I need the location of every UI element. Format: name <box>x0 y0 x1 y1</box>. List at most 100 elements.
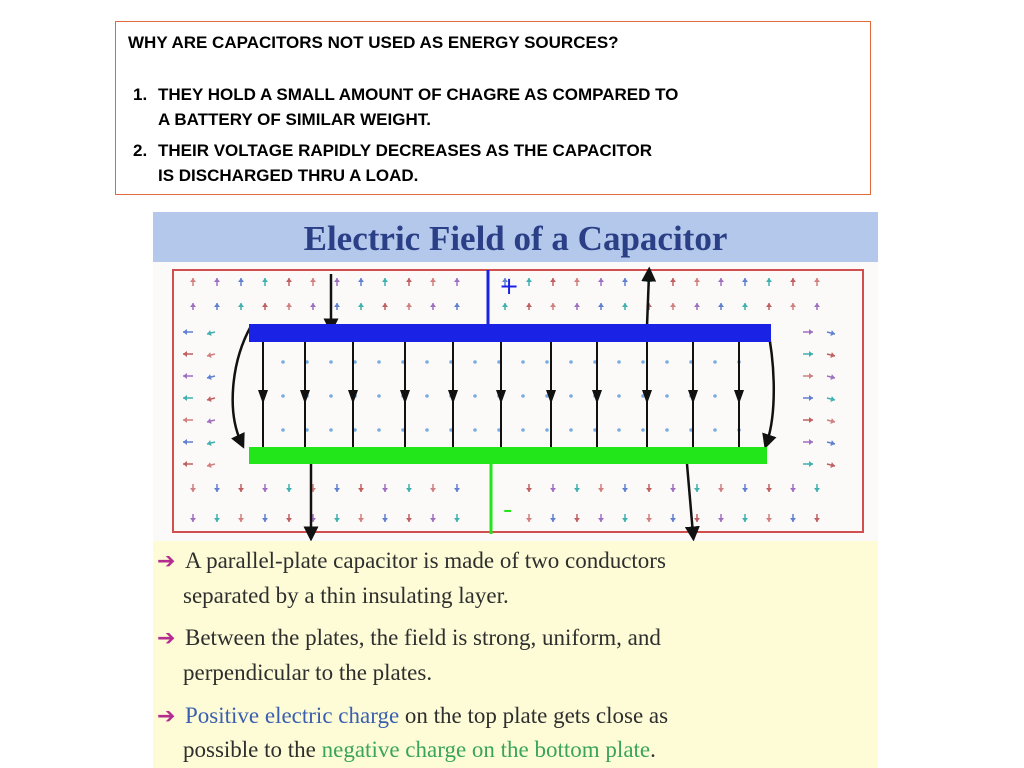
field-vector-arrowhead <box>238 518 244 522</box>
field-vector-arrowhead <box>809 461 813 467</box>
negative-charge-text: negative charge on the bottom plate <box>321 737 651 762</box>
field-dot <box>713 360 717 364</box>
field-vector-arrowhead <box>183 373 187 379</box>
field-dot <box>305 428 309 432</box>
field-vector-arrowhead <box>574 488 580 492</box>
field-vector-arrowhead <box>502 303 508 307</box>
field-vector-arrowhead <box>190 488 196 492</box>
field-dot <box>665 360 669 364</box>
plus-sign: + <box>499 272 519 300</box>
field-dot <box>425 428 429 432</box>
field-vector-arrowhead <box>790 278 796 282</box>
notes-panel: ➔ A parallel-plate capacitor is made of … <box>153 541 878 768</box>
answer-line: THEY HOLD A SMALL AMOUNT OF CHAGRE AS CO… <box>158 85 679 104</box>
field-vector-arrowhead <box>694 488 700 492</box>
field-vector-arrowhead <box>670 488 676 492</box>
field-vector-arrowhead <box>718 488 724 492</box>
field-dot <box>377 360 381 364</box>
field-vector-arrowhead <box>183 395 187 401</box>
field-dot <box>641 360 645 364</box>
arrow-bullet-icon: ➔ <box>157 626 176 651</box>
field-vector-arrowhead <box>430 488 436 492</box>
question-title: WHY ARE CAPACITORS NOT USED AS ENERGY SO… <box>128 33 619 52</box>
field-vector-arrowhead <box>358 518 364 522</box>
field-vector-arrowhead <box>694 518 700 522</box>
field-vector-arrowhead <box>334 518 340 522</box>
field-dot <box>665 394 669 398</box>
note-3-text: . <box>650 737 656 762</box>
field-vector-arrowhead <box>694 278 700 282</box>
field-vector-arrowhead <box>550 518 556 522</box>
answer-item-1: 1.THEY HOLD A SMALL AMOUNT OF CHAGRE AS … <box>133 82 678 132</box>
field-dot <box>473 360 477 364</box>
field-vector-arrowhead <box>814 278 820 282</box>
field-vector-arrowhead <box>718 303 724 307</box>
field-dot <box>353 360 357 364</box>
field-dot <box>593 360 597 364</box>
field-vector-arrowhead <box>646 518 652 522</box>
field-dot <box>329 360 333 364</box>
field-vector-arrowhead <box>262 518 268 522</box>
note-1-line-1: A parallel-plate capacitor is made of tw… <box>185 548 666 573</box>
field-dot <box>689 360 693 364</box>
figure-title: Electric Field of a Capacitor <box>303 219 728 258</box>
field-dot <box>425 394 429 398</box>
field-vector-arrowhead <box>358 303 364 307</box>
field-vector-arrowhead <box>809 373 813 379</box>
note-3-line-1: Positive electric charge on the top plat… <box>185 703 668 729</box>
field-vector-arrowhead <box>670 278 676 282</box>
field-vector-arrowhead <box>809 439 813 445</box>
field-vector-arrowhead <box>406 278 412 282</box>
field-vector-arrowhead <box>214 518 220 522</box>
field-line-right-curve <box>762 325 777 450</box>
field-vector-arrowhead <box>550 278 556 282</box>
field-arrowhead <box>448 390 458 404</box>
note-2-line-1: Between the plates, the field is strong,… <box>185 625 661 650</box>
field-vector-arrowhead <box>358 488 364 492</box>
field-dot <box>329 394 333 398</box>
arrow-bullet-icon: ➔ <box>157 704 176 729</box>
field-arrowhead <box>258 390 268 404</box>
field-dot <box>617 360 621 364</box>
field-vector-arrowhead <box>183 351 187 357</box>
field-vector-arrowhead <box>526 278 532 282</box>
field-vector-arrowhead <box>214 303 220 307</box>
field-vector-arrowhead <box>406 488 412 492</box>
field-dot <box>569 360 573 364</box>
field-vector-arrowhead <box>214 488 220 492</box>
field-vector-arrowhead <box>742 278 748 282</box>
field-dot <box>281 394 285 398</box>
field-arrowhead <box>496 390 506 404</box>
field-diagram: + - <box>153 262 878 541</box>
field-vector-arrowhead <box>334 278 340 282</box>
field-dot <box>425 360 429 364</box>
field-vector-arrowhead <box>207 440 212 446</box>
field-dot <box>617 428 621 432</box>
uniform-field-lines <box>258 342 744 447</box>
field-dot <box>305 360 309 364</box>
field-vector-arrowhead <box>809 395 813 401</box>
field-vector-arrowhead <box>190 303 196 307</box>
top-plate <box>249 324 771 342</box>
field-vector-arrowhead <box>430 518 436 522</box>
field-dot <box>497 360 501 364</box>
answer-line: A BATTERY OF SIMILAR WEIGHT. <box>158 110 431 129</box>
field-vector-arrowhead <box>814 488 820 492</box>
field-vector-arrowhead <box>766 278 772 282</box>
field-vector-arrowhead <box>454 278 460 282</box>
field-vector-arrowhead <box>190 518 196 522</box>
field-vector-arrowhead <box>190 278 196 282</box>
field-dot <box>473 428 477 432</box>
field-vector-arrowhead <box>310 278 316 282</box>
field-arrowhead <box>400 390 410 404</box>
field-vector-arrowhead <box>598 278 604 282</box>
field-vector-arrowhead <box>809 329 813 335</box>
capacitor-figure: Electric Field of a Capacitor <box>153 212 878 768</box>
field-dot <box>329 428 333 432</box>
field-dot <box>617 394 621 398</box>
field-vector-arrowhead <box>382 278 388 282</box>
field-line-left-curve <box>231 325 253 449</box>
field-line-top-right <box>641 266 657 327</box>
field-arrowhead <box>348 390 358 404</box>
field-vector-arrowhead <box>430 303 436 307</box>
